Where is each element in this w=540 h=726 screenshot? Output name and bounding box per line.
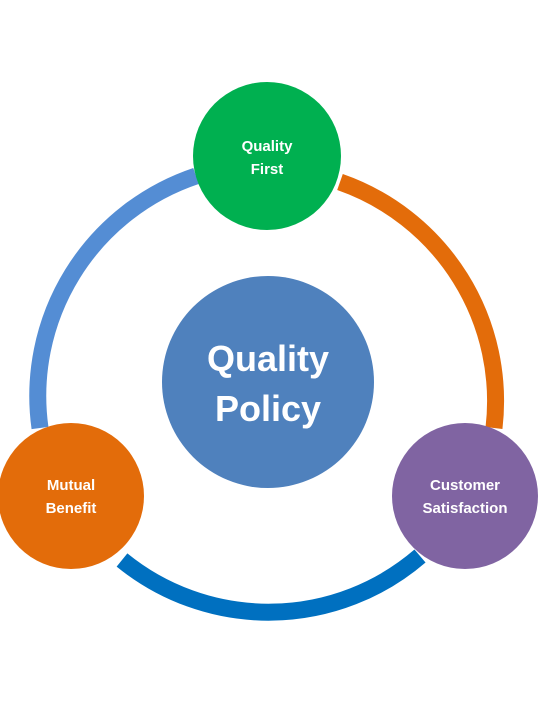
arc-quality-to-customer [337, 173, 505, 429]
node-mutual-benefit-line2: Benefit [46, 500, 97, 517]
node-customer-satisfaction: Customer Satisfaction [392, 423, 538, 569]
center-label-line2: Policy [215, 388, 321, 429]
node-customer-satisfaction-line2: Satisfaction [422, 500, 507, 517]
center-circle-shape [162, 276, 374, 488]
node-mutual-benefit: Mutual Benefit [0, 423, 144, 569]
node-customer-satisfaction-line1: Customer [430, 477, 500, 494]
node-mutual-benefit-shape [0, 423, 144, 569]
node-customer-satisfaction-shape [392, 423, 538, 569]
node-quality-first-line1: Quality [242, 138, 294, 155]
node-quality-first: Quality First [193, 82, 341, 230]
node-quality-first-line2: First [251, 161, 284, 178]
arc-mutual-to-quality [29, 167, 199, 430]
center-label-line1: Quality [207, 338, 329, 379]
center-circle: Quality Policy [162, 276, 374, 488]
arc-customer-to-mutual [116, 549, 426, 621]
node-mutual-benefit-line1: Mutual [47, 477, 95, 494]
node-quality-first-shape [193, 82, 341, 230]
